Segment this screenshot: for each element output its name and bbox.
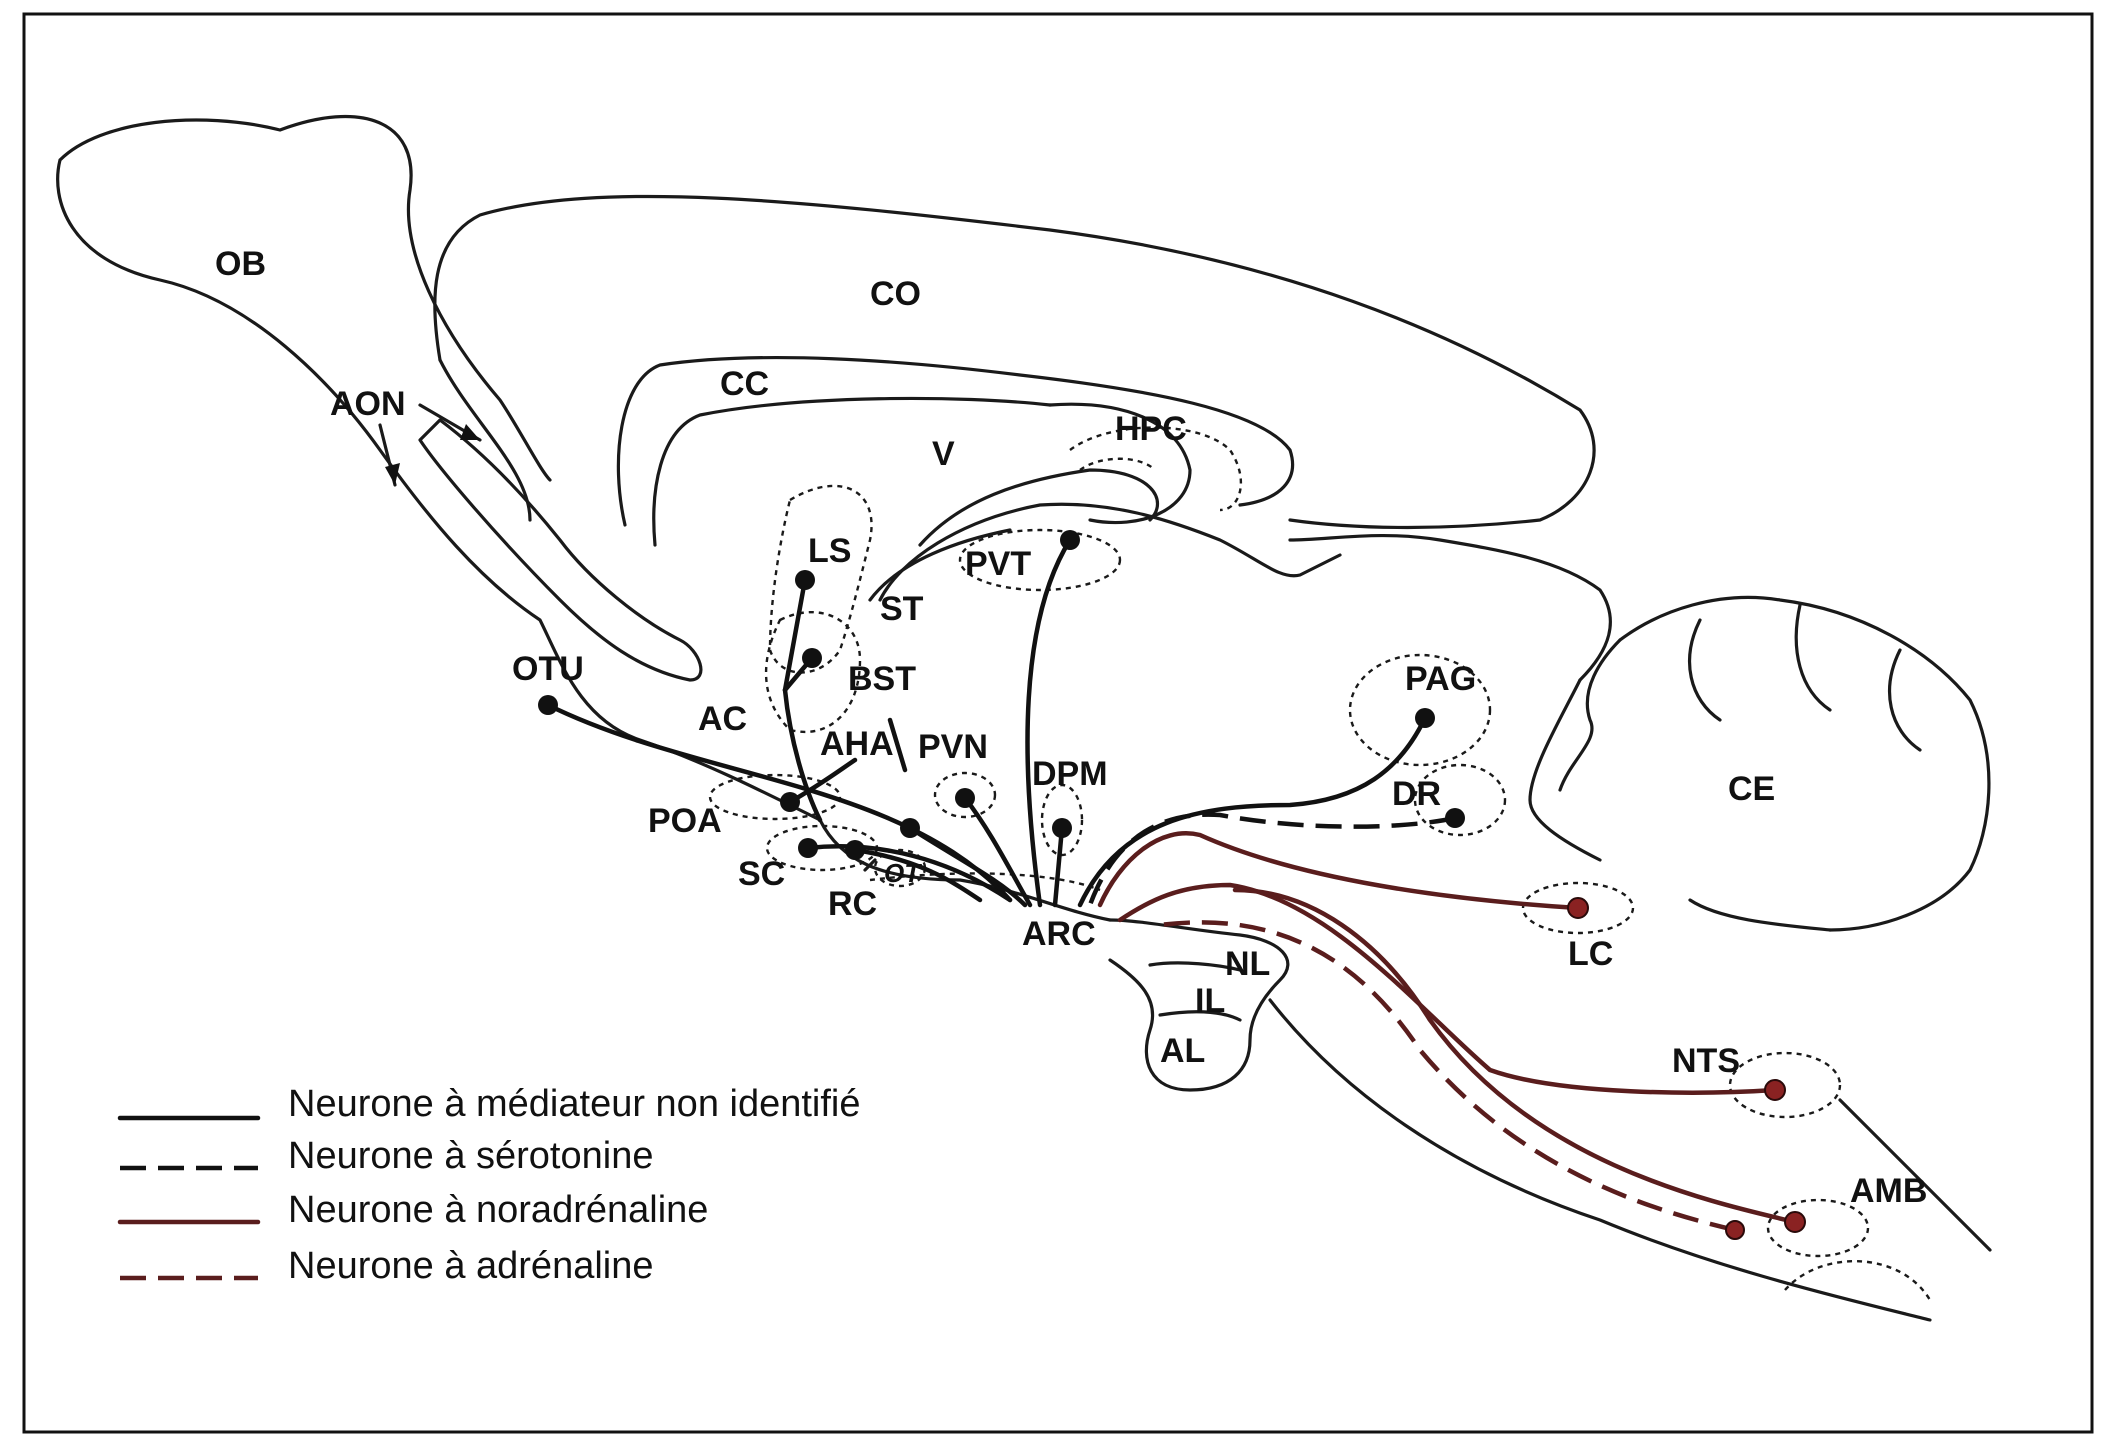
label-il: IL	[1195, 982, 1225, 1020]
label-sc: SC	[738, 855, 785, 893]
soma-dr	[1445, 808, 1465, 828]
aon-arrows	[378, 403, 877, 872]
label-amb: AMB	[1850, 1172, 1927, 1210]
rc-projection	[852, 847, 983, 903]
amb-noradrenaline-projection	[1232, 887, 1798, 1225]
label-al: AL	[1160, 1032, 1205, 1070]
label-otu: OTU	[512, 650, 584, 688]
legend-item-serotonin: Neurone à sérotonine	[288, 1135, 653, 1177]
pvt-projection	[1025, 537, 1073, 908]
pag-projection	[1077, 715, 1428, 908]
legend: Neurone à médiateur non identifié Neuron…	[117, 1083, 861, 1287]
dr-serotonin-projection	[1087, 812, 1456, 906]
label-arc: ARC	[1022, 915, 1096, 953]
soma-poa	[780, 792, 800, 812]
soma-sc	[798, 838, 818, 858]
label-ot: OT	[884, 858, 922, 888]
label-poa: POA	[648, 802, 722, 840]
label-ce: CE	[1728, 770, 1775, 808]
label-v: V	[932, 435, 955, 473]
figure-frame	[22, 12, 2094, 1434]
dpm-projection	[1052, 825, 1065, 908]
lc-noradrenaline-projection	[1097, 831, 1581, 911]
aha-pointer	[887, 717, 908, 773]
soma-pvt	[1060, 530, 1080, 550]
ls-projection	[782, 577, 808, 693]
label-nl: NL	[1225, 945, 1270, 983]
label-rc: RC	[828, 885, 877, 923]
label-pvt: PVT	[965, 545, 1031, 583]
pvn-projection	[962, 795, 1033, 908]
soma-aha	[900, 818, 920, 838]
label-co: CO	[870, 275, 921, 313]
adrenaline-projection	[1159, 920, 1736, 1233]
label-ls: LS	[808, 532, 851, 570]
brain-outlines	[56, 115, 1992, 1322]
label-ac: AC	[698, 700, 747, 738]
soma-ls	[795, 570, 815, 590]
soma-rc	[845, 840, 865, 860]
label-pvn: PVN	[918, 728, 988, 766]
region-labels: OB CO AON CC V HPC LS ST PVT BST OTU AC …	[215, 245, 1927, 1210]
label-dr: DR	[1392, 775, 1441, 813]
label-dpm: DPM	[1032, 755, 1108, 793]
soma-nts	[1764, 1079, 1786, 1101]
neuron-somas	[538, 530, 1806, 1240]
legend-item-non-identified: Neurone à médiateur non identifié	[288, 1083, 861, 1125]
legend-item-adrenaline: Neurone à adrénaline	[288, 1245, 654, 1287]
soma-pvn	[955, 788, 975, 808]
label-lc: LC	[1568, 935, 1613, 973]
soma-pag	[1415, 708, 1435, 728]
label-st: ST	[880, 590, 924, 628]
label-cc: CC	[720, 365, 769, 403]
label-aon: AON	[330, 385, 406, 423]
label-hpc: HPC	[1115, 410, 1187, 448]
soma-amb	[1784, 1211, 1806, 1233]
ac-tract	[782, 687, 823, 823]
label-ob: OB	[215, 245, 266, 283]
soma-lc	[1567, 897, 1589, 919]
soma-adrenaline	[1725, 1220, 1745, 1240]
label-nts: NTS	[1672, 1042, 1740, 1080]
label-pag: PAG	[1405, 660, 1476, 698]
label-bst: BST	[848, 660, 916, 698]
aha-projection	[907, 825, 1028, 908]
sc-projection	[805, 844, 1013, 903]
soma-bst	[802, 648, 822, 668]
legend-item-noradrenaline: Neurone à noradrénaline	[288, 1189, 708, 1231]
neuron-projections	[545, 537, 1798, 1233]
label-aha: AHA	[820, 725, 894, 763]
soma-otu	[538, 695, 558, 715]
soma-dpm	[1052, 818, 1072, 838]
